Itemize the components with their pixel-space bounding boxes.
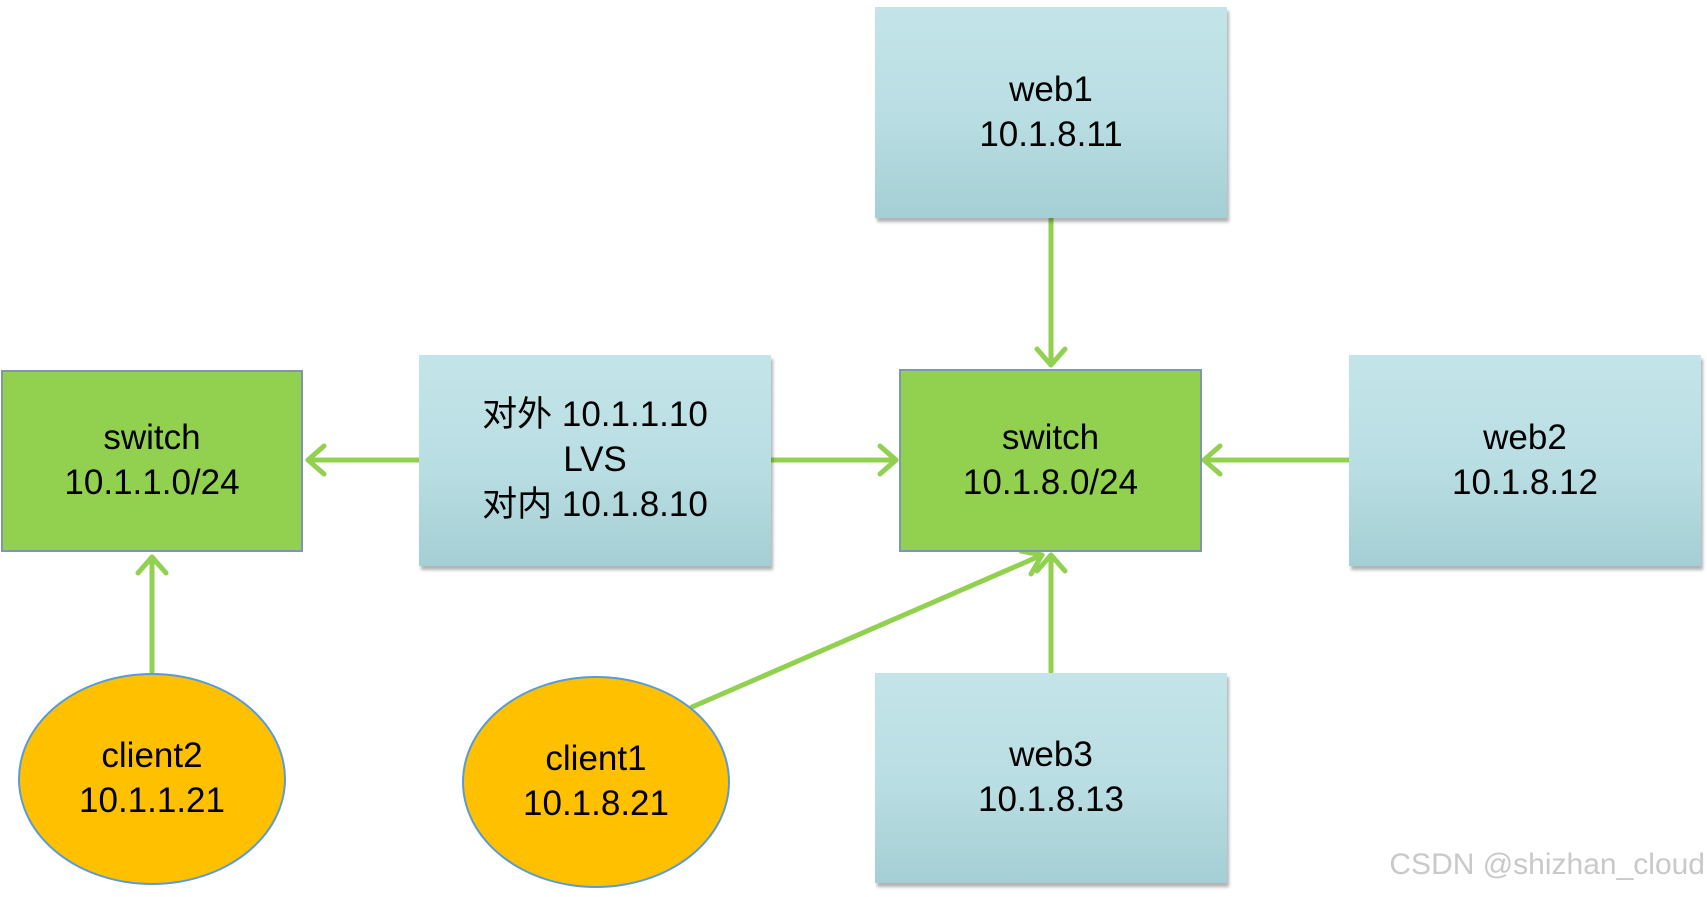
server-web1: web1 10.1.8.11 <box>875 7 1227 218</box>
arrowhead-lvs-internal <box>877 443 899 477</box>
arrowhead-client2 <box>135 554 169 576</box>
server-web3: web3 10.1.8.13 <box>875 673 1227 883</box>
lvs-internal-ip: 对内 10.1.8.10 <box>482 484 708 524</box>
web1-name: web1 <box>1009 69 1093 109</box>
arrowhead-web3 <box>1034 552 1068 574</box>
client1: client1 10.1.8.21 <box>462 676 730 888</box>
web2-name: web2 <box>1483 417 1567 457</box>
arrow-client1-to-switch-internal <box>689 552 1045 710</box>
arrowhead-lvs-external <box>305 443 327 477</box>
client2: client2 10.1.1.21 <box>18 673 286 885</box>
web2-ip: 10.1.8.12 <box>1452 462 1598 502</box>
web3-name: web3 <box>1009 735 1093 775</box>
server-web2: web2 10.1.8.12 <box>1349 355 1701 566</box>
client2-ip: 10.1.1.21 <box>79 781 225 820</box>
switch-internal-name: switch <box>1001 417 1100 457</box>
lvs-name: LVS <box>563 440 627 480</box>
client2-name: client2 <box>101 736 203 776</box>
lvs-load-balancer: 对外 10.1.1.10 LVS 对内 10.1.8.10 <box>419 355 771 566</box>
arrowhead-web1 <box>1034 346 1068 368</box>
switch-internal: switch 10.1.8.0/24 <box>899 369 1202 552</box>
switch-external: switch 10.1.1.0/24 <box>1 370 303 552</box>
watermark: CSDN @shizhan_cloud <box>1389 848 1705 881</box>
web1-ip: 10.1.8.11 <box>979 114 1123 154</box>
client1-ip: 10.1.8.21 <box>523 784 669 823</box>
switch-external-name: switch <box>103 418 201 458</box>
lvs-external-ip: 对外 10.1.1.10 <box>482 395 708 435</box>
arrowhead-web2 <box>1201 443 1223 477</box>
switch-internal-subnet: 10.1.8.0/24 <box>962 462 1139 502</box>
client1-name: client1 <box>545 739 647 779</box>
switch-external-subnet: 10.1.1.0/24 <box>64 463 240 502</box>
arrowhead-client1 <box>1018 548 1045 577</box>
web3-ip: 10.1.8.13 <box>978 780 1124 819</box>
